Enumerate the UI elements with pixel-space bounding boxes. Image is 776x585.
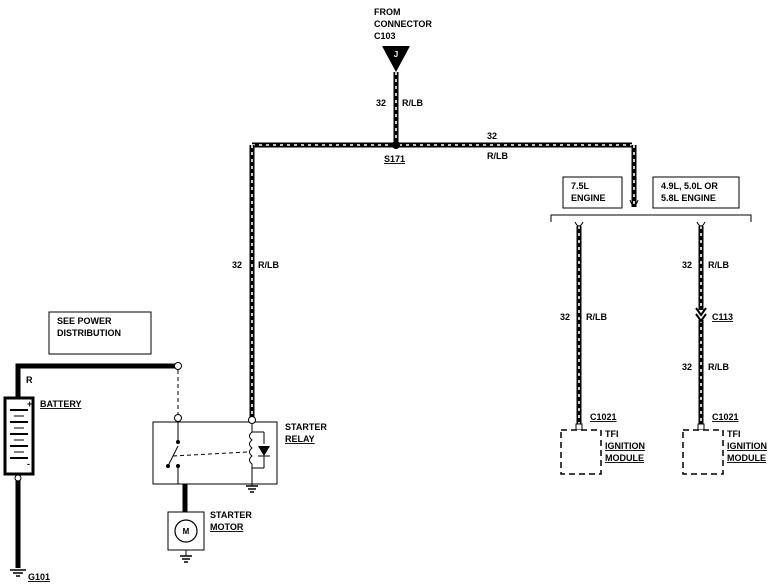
wire-circuit-top: 32 bbox=[376, 98, 386, 108]
splice-s171-dot bbox=[392, 141, 400, 149]
ground-label: G101 bbox=[28, 572, 50, 582]
power-dist-line2: DISTRIBUTION bbox=[57, 328, 121, 338]
wire-color-tfi-right-upper: R/LB bbox=[708, 260, 729, 270]
motor-symbol: M bbox=[183, 527, 190, 536]
wire-color-left: R/LB bbox=[258, 260, 279, 270]
tfi-module-left: C1021 TFI IGNITION MODULE bbox=[560, 412, 645, 475]
wire-circuit-left: 32 bbox=[232, 260, 242, 270]
starter-relay-line2: RELAY bbox=[285, 434, 315, 444]
starter-motor-line2: MOTOR bbox=[210, 522, 244, 532]
tfi-left-connector: C1021 bbox=[590, 412, 617, 422]
power-distribution-note: SEE POWER DISTRIBUTION bbox=[48, 311, 152, 355]
tfi-left-line2: IGNITION bbox=[605, 441, 645, 451]
wire-circuit-tfi-left: 32 bbox=[560, 312, 570, 322]
tfi-left-line1: TFI bbox=[605, 429, 619, 439]
ground-icon bbox=[10, 569, 26, 577]
tfi-right-connector: C1021 bbox=[712, 412, 739, 422]
battery-label: BATTERY bbox=[40, 399, 82, 409]
c113-label: C113 bbox=[712, 312, 733, 322]
motor-ground-icon bbox=[180, 555, 192, 563]
wire-rlb-network bbox=[249, 72, 704, 424]
wire-color-top: R/LB bbox=[402, 98, 423, 108]
battery-circuit: R + - BATTERY G101 bbox=[3, 362, 182, 582]
battery-plus: + bbox=[27, 399, 32, 409]
wire-circuit-tfi-right-upper: 32 bbox=[682, 260, 692, 270]
starter-relay: STARTER RELAY bbox=[152, 416, 327, 493]
tfi-right-line2: IGNITION bbox=[727, 441, 767, 451]
starter-motor: M STARTER MOTOR bbox=[167, 484, 252, 563]
tfi-module-right: C1021 TFI IGNITION MODULE bbox=[682, 412, 767, 475]
engine-75-line1: 7.5L bbox=[571, 181, 590, 191]
engine-bracket bbox=[550, 214, 752, 227]
wire-color-tfi-right-lower: R/LB bbox=[708, 362, 729, 372]
splice-label: S171 bbox=[384, 154, 405, 164]
relay-ground-icon bbox=[246, 485, 258, 493]
connector-pin-label: J bbox=[394, 50, 398, 59]
motor-icon bbox=[174, 519, 198, 543]
starter-motor-line1: STARTER bbox=[210, 510, 252, 520]
tfi-right-line3: MODULE bbox=[727, 453, 766, 463]
wire-color-horizontal: R/LB bbox=[487, 151, 508, 161]
engine-75-box: 7.5L ENGINE bbox=[562, 176, 623, 209]
battery-minus: - bbox=[27, 459, 30, 469]
branch-hook bbox=[629, 199, 639, 207]
wire-circuit-tfi-right-lower: 32 bbox=[682, 362, 692, 372]
engine-75-line2: ENGINE bbox=[571, 193, 606, 203]
connector-c113: C113 bbox=[695, 307, 733, 323]
battery-wire-color: R bbox=[26, 375, 33, 385]
engine-49-box: 4.9L, 5.0L OR 5.8L ENGINE bbox=[652, 176, 740, 209]
engine-49-line1: 4.9L, 5.0L OR bbox=[661, 181, 718, 191]
from-connector-line2: CONNECTOR bbox=[374, 19, 432, 29]
tfi-right-line1: TFI bbox=[727, 429, 741, 439]
engine-49-line2: 5.8L ENGINE bbox=[661, 193, 716, 203]
connector-pin-icon bbox=[382, 46, 410, 72]
wire-circuit-horizontal: 32 bbox=[487, 131, 497, 141]
wire-color-tfi-left: R/LB bbox=[586, 312, 607, 322]
from-connector-line1: FROM bbox=[374, 7, 401, 17]
starter-relay-line1: STARTER bbox=[285, 422, 327, 432]
power-dist-line1: SEE POWER bbox=[57, 316, 112, 326]
from-connector-line3: C103 bbox=[374, 31, 396, 41]
tfi-left-line3: MODULE bbox=[605, 453, 644, 463]
connector-c103: FROM CONNECTOR C103 J bbox=[374, 7, 432, 72]
